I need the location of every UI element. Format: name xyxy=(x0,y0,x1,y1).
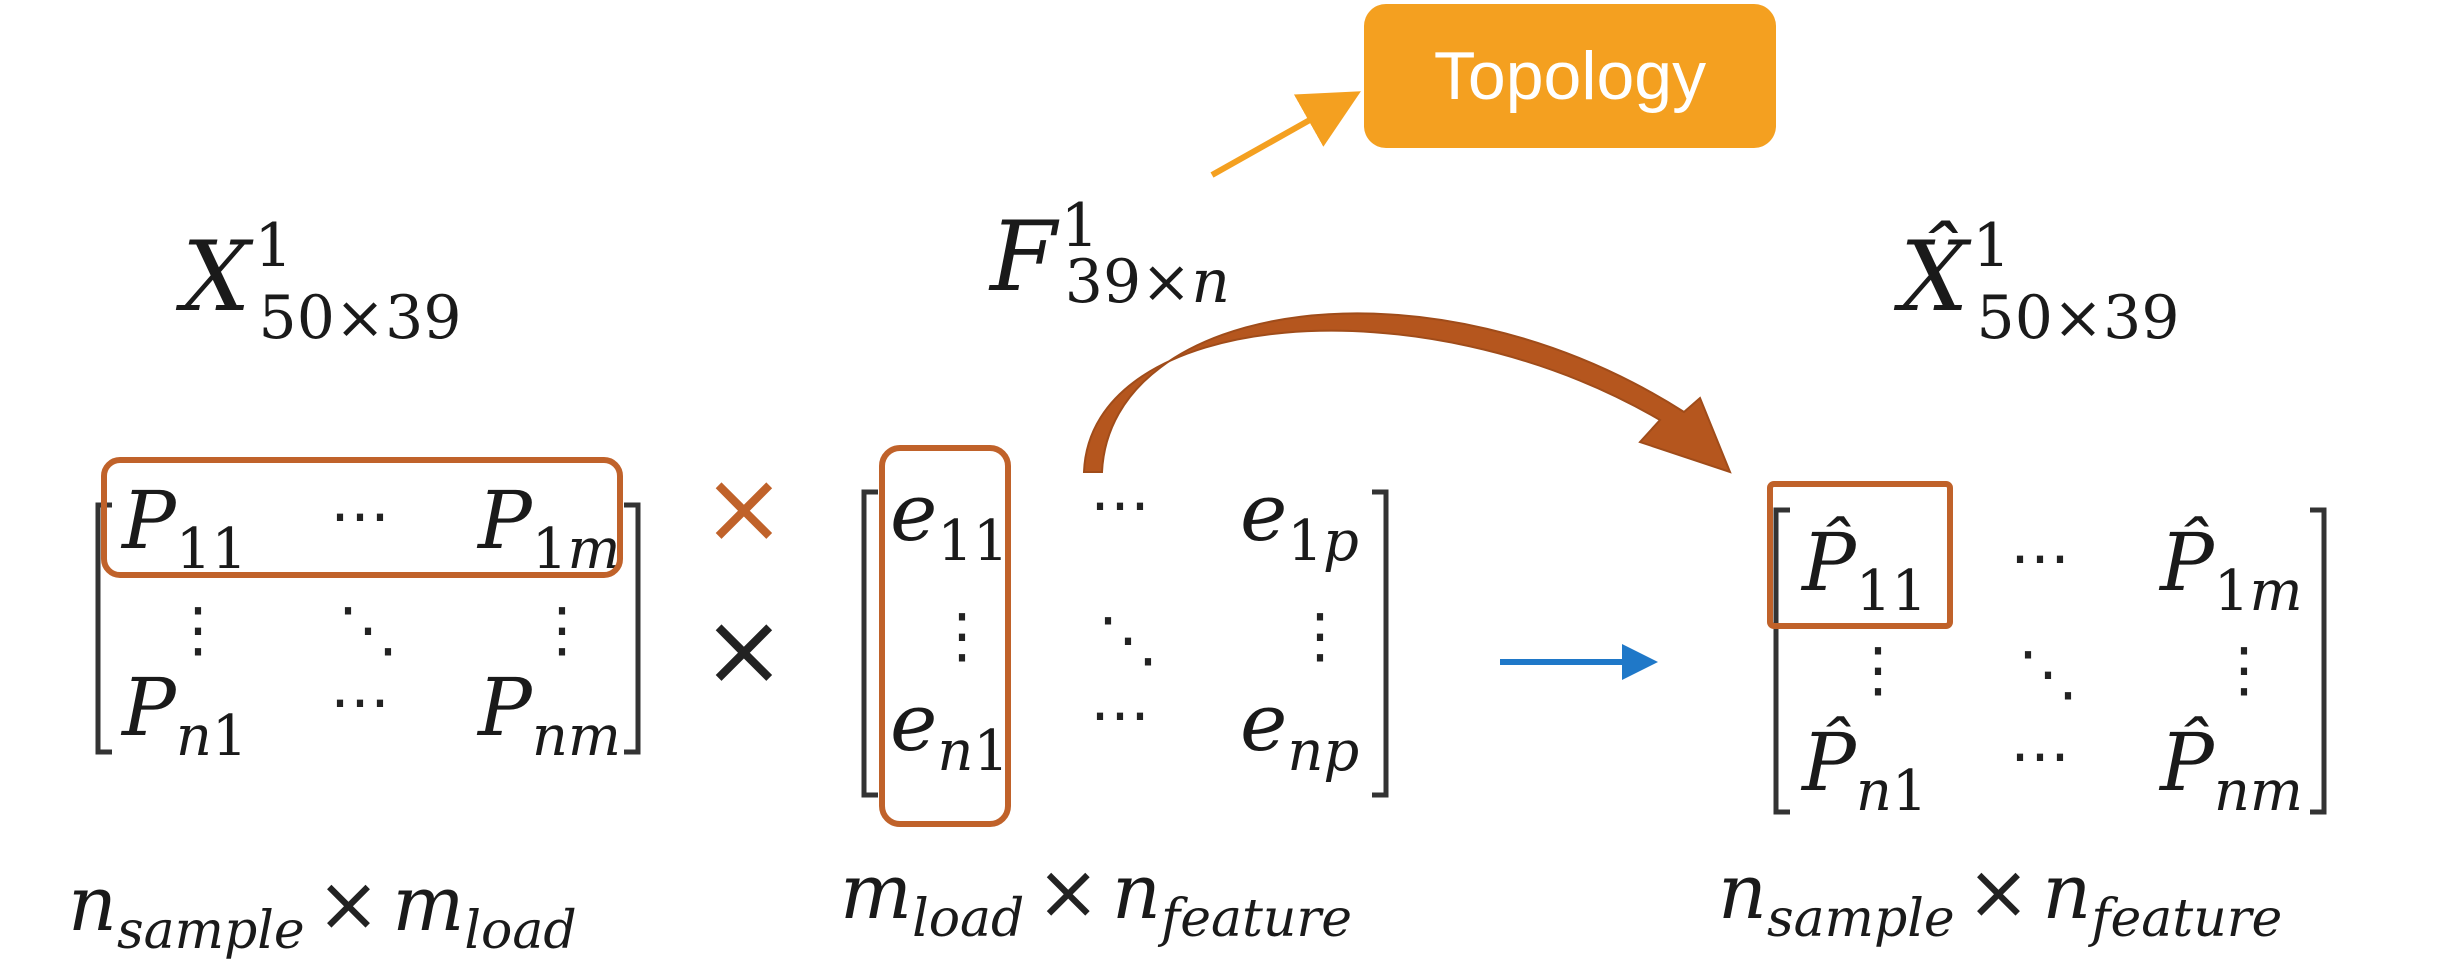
f-vdots-right: ⋮ xyxy=(1290,601,1350,671)
matrix-x: P11 ⋯ P1m ⋮ ⋱ ⋮ Pn1 ⋯ Pnm xyxy=(95,457,641,769)
f-hdots-top: ⋯ xyxy=(1090,470,1150,540)
x-cell-top-right: P1m xyxy=(476,474,621,582)
xhat-cell-bottom-right: P̂nm xyxy=(2158,714,2303,824)
f-vdots-left: ⋮ xyxy=(932,601,992,671)
xhat-cell-top-right: P̂1m xyxy=(2158,514,2303,624)
x-hdots-top: ⋯ xyxy=(330,481,390,551)
topology-arrow xyxy=(1210,91,1361,178)
f-cell-top-right: e1p xyxy=(1240,466,1359,574)
xhat-vdots-left: ⋮ xyxy=(1848,635,1908,705)
f-cell-bottom-right: enp xyxy=(1240,676,1359,784)
matrix-f: e11 ⋯ e1p ⋮ ⋱ ⋮ en1 ⋯ enp xyxy=(861,445,1389,827)
curved-arrow xyxy=(1082,312,1732,474)
x-cell-bottom-left: Pn1 xyxy=(120,661,248,769)
x-row-highlight xyxy=(101,457,623,578)
x-hdots-bottom: ⋯ xyxy=(330,667,390,737)
x-cell-top-left: P11 xyxy=(120,474,247,582)
x-right-bracket xyxy=(624,502,641,755)
f-right-bracket xyxy=(1372,489,1389,798)
xhat-left-bracket xyxy=(1773,507,1790,815)
times-orange: × xyxy=(702,449,786,566)
xhat-dimension-label: nsample×nfeature xyxy=(1718,847,2282,949)
x-vdots-left: ⋮ xyxy=(168,595,228,665)
xhat-cell-bottom-left: P̂n1 xyxy=(1800,714,1928,824)
x-vdots-right: ⋮ xyxy=(532,595,592,665)
topology-label: Topology xyxy=(1433,38,1707,114)
f-column-highlight xyxy=(879,445,1011,827)
xhat-cell-top-left: P̂11 xyxy=(1800,514,1927,624)
xhat-vdots-right: ⋮ xyxy=(2214,635,2274,705)
f-ddots: ⋱ xyxy=(1098,605,1158,675)
x-dimension-label: nsample×mload xyxy=(68,859,577,961)
topology-box: Topology xyxy=(1364,4,1776,148)
xhat-right-bracket xyxy=(2310,507,2327,815)
xhat-hdots-top: ⋯ xyxy=(2010,523,2070,593)
x-cell-bottom-right: Pnm xyxy=(476,661,621,769)
xhat-ddots: ⋱ xyxy=(2018,639,2078,709)
f-dimension-label: mload×nfeature xyxy=(840,847,1352,949)
f-cell-bottom-left: en1 xyxy=(890,676,1009,784)
xhat-cell-highlight xyxy=(1767,481,1953,629)
f-hdots-bottom: ⋯ xyxy=(1090,680,1150,750)
x-ddots: ⋱ xyxy=(338,595,398,665)
matrix-xhat: P̂11 ⋯ P̂1m ⋮ ⋱ ⋮ P̂n1 ⋯ P̂nm xyxy=(1767,481,2327,824)
f-cell-top-left: e11 xyxy=(890,466,1009,574)
xhat-hdots-bottom: ⋯ xyxy=(2010,721,2070,791)
times-black: × xyxy=(702,591,786,708)
f-left-bracket xyxy=(861,489,878,798)
